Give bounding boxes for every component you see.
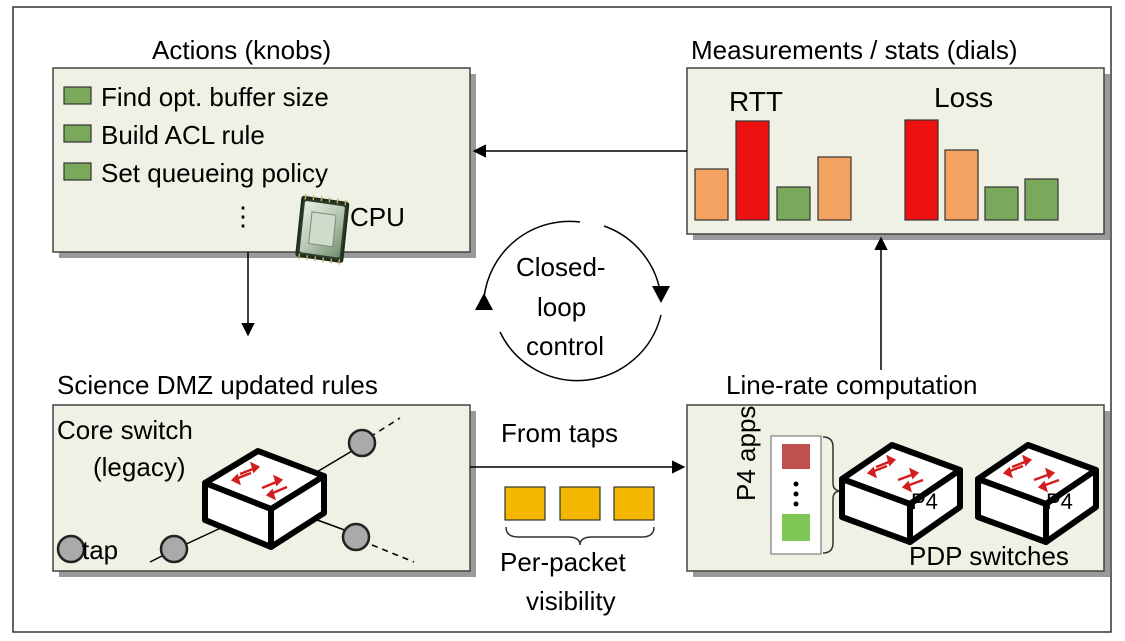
per-packet-label: Per-packet — [500, 547, 626, 577]
node-bottom-right — [341, 522, 371, 552]
action-item-2: Build ACL rule — [101, 120, 265, 150]
loss-label: Loss — [934, 82, 994, 113]
action-bullet-2 — [63, 124, 92, 143]
dmz-panel — [52, 404, 476, 577]
rtt-bar-4 — [817, 156, 852, 221]
loss-bar-4 — [1024, 178, 1059, 221]
packets-brace — [505, 526, 655, 546]
p4-tag-1: P4 — [911, 489, 938, 514]
pdp-switch-1-icon — [839, 442, 963, 545]
actions-ellipsis: ⋮ — [230, 201, 256, 231]
packet-2 — [559, 486, 601, 521]
rtt-bar-3 — [776, 186, 811, 221]
from-taps-label: From taps — [501, 418, 619, 448]
visibility-label: visibility — [526, 586, 616, 616]
pdp-switches-label: PDP switches — [909, 541, 1069, 571]
measurements-panel — [686, 67, 1110, 240]
action-item-3: Set queueing policy — [101, 158, 328, 188]
app-green-block — [782, 514, 810, 541]
pdp-switch-2-icon — [975, 442, 1099, 545]
loop-line-2: loop — [537, 292, 587, 322]
p4-tag-2: P4 — [1046, 489, 1073, 514]
dmz-title: Science DMZ updated rules — [57, 370, 378, 400]
actions-panel — [52, 67, 476, 258]
loop-line-3: control — [526, 331, 605, 361]
cpu-chip-icon — [295, 193, 350, 265]
loss-bar-2 — [944, 149, 979, 221]
core-switch-icon — [202, 448, 327, 550]
loop-line-1: Closed- — [516, 252, 606, 282]
linerate-panel — [686, 404, 1110, 577]
node-top-right — [347, 428, 377, 458]
action-bullet-1 — [63, 86, 92, 105]
node-bottom-left — [159, 534, 189, 564]
rtt-bar-2 — [735, 120, 770, 221]
loss-bar-1 — [904, 119, 939, 221]
rtt-bar-1 — [694, 168, 729, 221]
core-switch-label-2: (legacy) — [93, 452, 186, 482]
closed-loop-icon — [475, 220, 670, 382]
core-switch-label-1: Core switch — [57, 415, 193, 445]
app-red-block — [782, 444, 810, 469]
packet-1 — [504, 486, 546, 521]
action-item-1: Find opt. buffer size — [101, 82, 329, 112]
loss-bar-3 — [984, 186, 1019, 221]
actions-title: Actions (knobs) — [152, 35, 332, 65]
measurements-title: Measurements / stats (dials) — [691, 35, 1018, 65]
tap-node — [56, 534, 86, 564]
p4-apps-label: P4 apps — [731, 405, 761, 501]
action-bullet-3 — [63, 162, 92, 181]
packet-3 — [613, 486, 655, 521]
cpu-label: CPU — [350, 202, 405, 232]
linerate-title: Line-rate computation — [726, 370, 978, 400]
tap-label: tap — [82, 535, 119, 565]
rtt-label: RTT — [729, 86, 783, 117]
